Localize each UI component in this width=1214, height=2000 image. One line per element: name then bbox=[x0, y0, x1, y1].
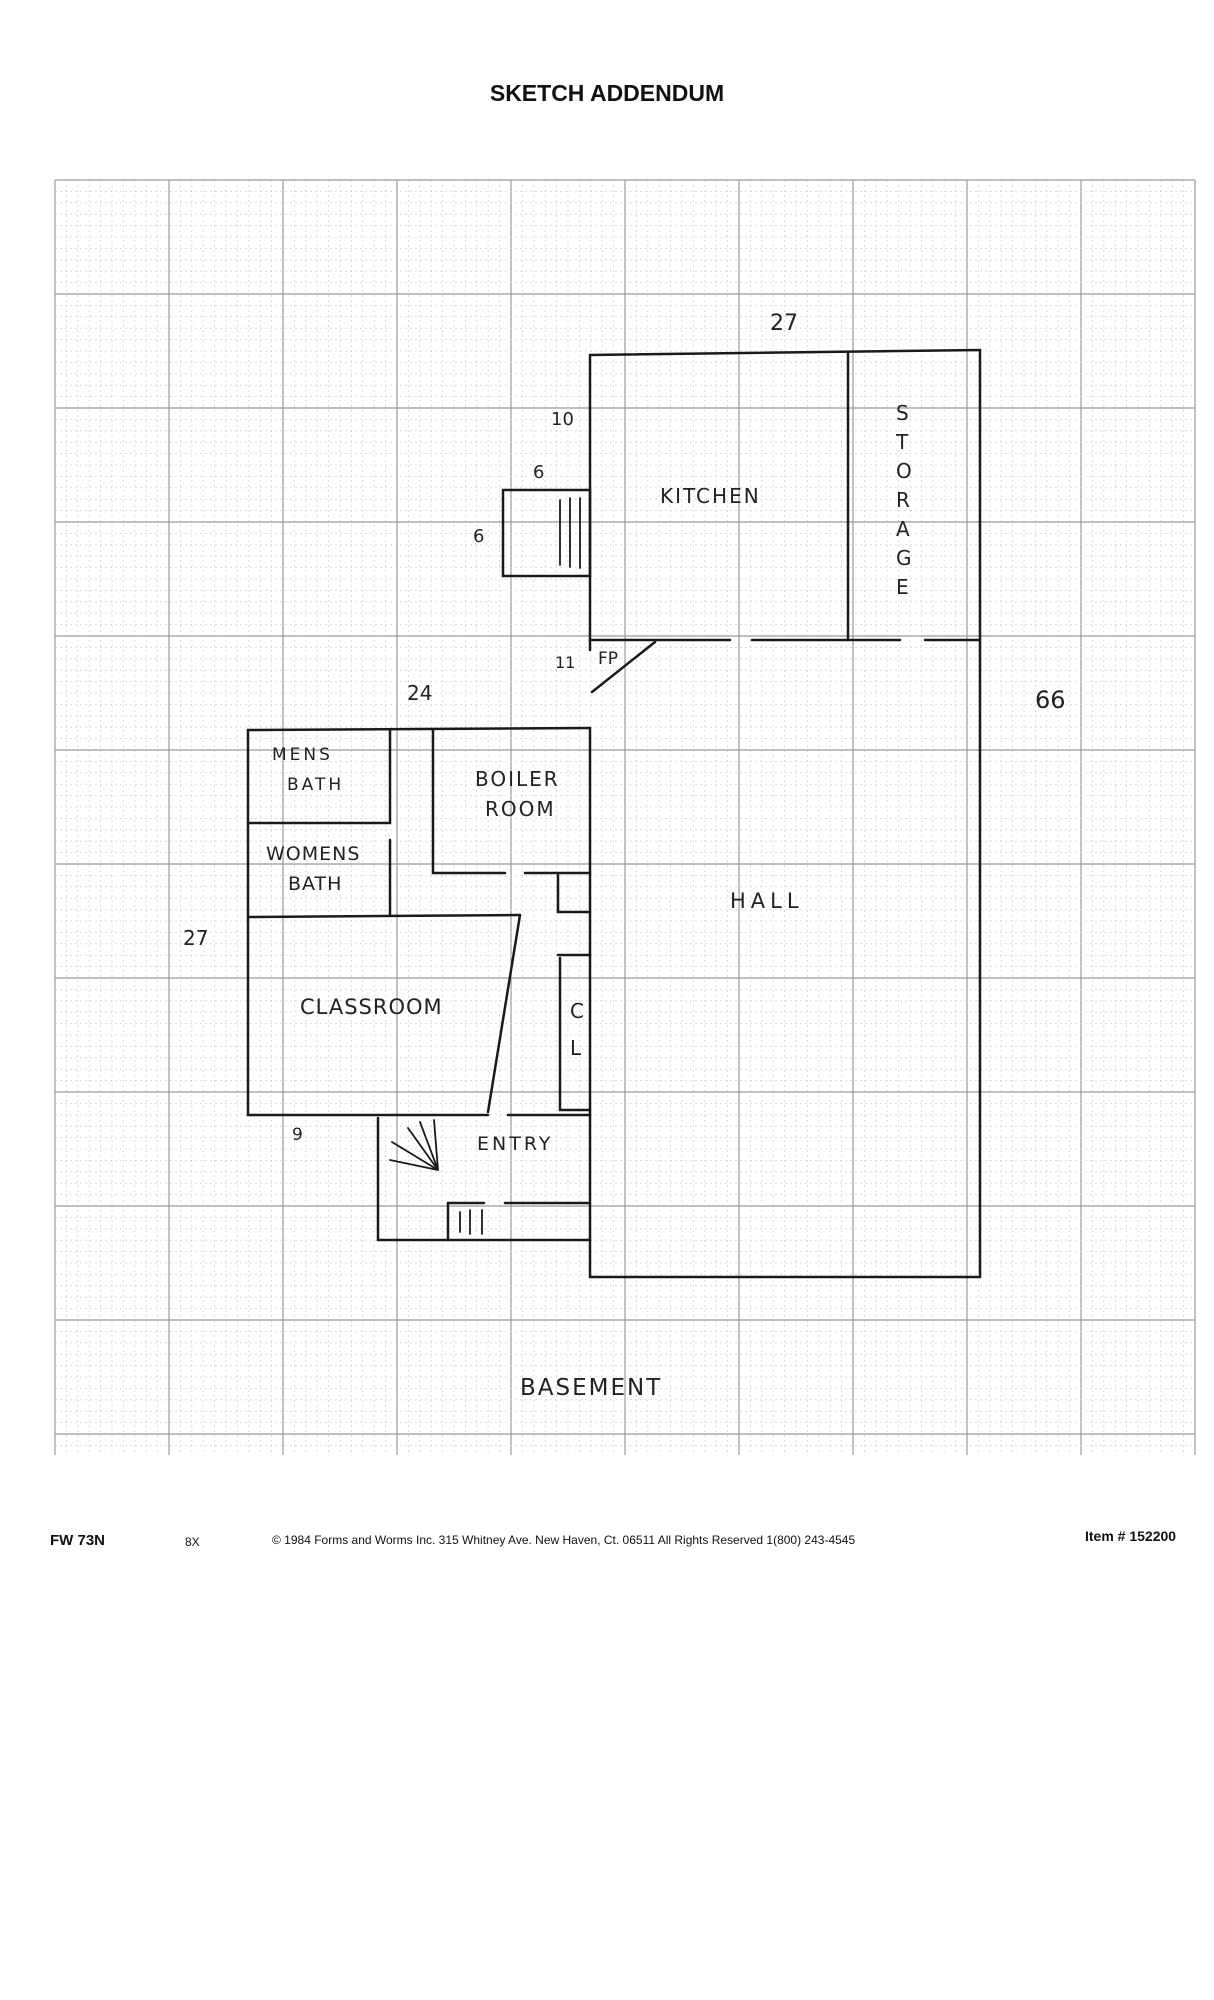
chimney bbox=[501, 488, 592, 578]
label-chimney-top-dimension: 6 bbox=[533, 462, 544, 483]
label-chimney-left-dimension: 6 bbox=[473, 526, 484, 547]
fireplace-diagonal bbox=[590, 640, 657, 694]
classroom-east-wall bbox=[486, 913, 522, 1114]
label-kitchen-left-dimension: 10 bbox=[551, 409, 574, 430]
label-closet-c: C bbox=[570, 999, 584, 1023]
entry-walls bbox=[376, 1116, 592, 1242]
copyright-text: © 1984 Forms and Worms Inc. 315 Whitney … bbox=[272, 1533, 856, 1547]
label-hall: HALL bbox=[730, 889, 804, 913]
boiler-room-walls bbox=[431, 728, 507, 875]
label-fp-dimension: 11 bbox=[555, 653, 575, 672]
label-storage-o: O bbox=[896, 459, 912, 483]
label-closet-l: L bbox=[570, 1036, 582, 1060]
label-entry: ENTRY bbox=[477, 1133, 553, 1155]
label-middle-top-dimension: 24 bbox=[407, 681, 432, 705]
label-storage-e: E bbox=[896, 575, 909, 599]
label-right-dimension: 66 bbox=[1035, 686, 1066, 714]
label-storage-r: R bbox=[896, 488, 910, 512]
label-womens-2: BATH bbox=[288, 873, 342, 895]
label-fireplace: FP bbox=[598, 649, 618, 669]
label-left-dimension: 27 bbox=[183, 926, 208, 950]
scale-label: 8X bbox=[185, 1535, 200, 1549]
page-title: SKETCH ADDENDUM bbox=[489, 80, 725, 106]
label-boiler-1: BOILER bbox=[475, 767, 560, 791]
entry-stair-fan bbox=[389, 1119, 439, 1171]
label-kitchen: KITCHEN bbox=[660, 484, 761, 508]
hall-wall-right bbox=[588, 348, 982, 1279]
west-wing-left-wall bbox=[246, 728, 490, 1117]
mens-bath-divider bbox=[246, 728, 392, 825]
label-womens-1: WOMENS bbox=[266, 843, 360, 865]
bath-classroom-wall bbox=[246, 913, 522, 919]
form-code: FW 73N bbox=[50, 1532, 106, 1549]
label-top-dimension: 27 bbox=[770, 311, 798, 336]
label-classroom: CLASSROOM bbox=[300, 995, 443, 1019]
label-storage-t: T bbox=[895, 430, 909, 454]
label-storage-a: A bbox=[896, 517, 910, 541]
label-boiler-2: ROOM bbox=[485, 797, 556, 821]
label-bottom-left-dimension: 9 bbox=[292, 1125, 303, 1145]
label-storage-g: G bbox=[896, 546, 912, 570]
item-number: Item # 152200 bbox=[1085, 1528, 1177, 1544]
label-basement: BASEMENT bbox=[520, 1375, 662, 1401]
closet-walls bbox=[558, 956, 592, 1112]
label-storage-s: S bbox=[896, 401, 909, 425]
label-mens-2: BATH bbox=[287, 775, 344, 795]
label-mens-1: MENS bbox=[272, 745, 333, 765]
west-wing-top-wall bbox=[246, 726, 592, 732]
